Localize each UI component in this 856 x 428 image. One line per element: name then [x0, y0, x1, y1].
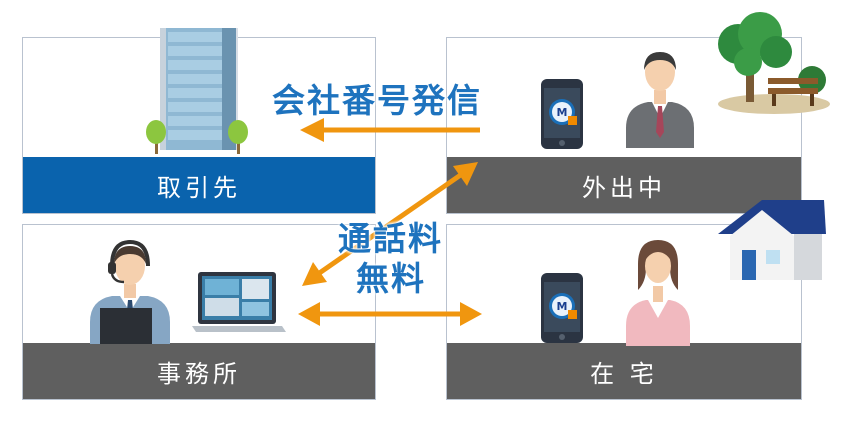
location-label-office: 事務所 — [23, 343, 375, 399]
arrowhead — [300, 118, 324, 142]
businessman-icon — [626, 52, 694, 148]
woman-icon — [626, 240, 690, 346]
office-building-icon — [160, 28, 238, 150]
svg-text:M: M — [557, 106, 568, 119]
arrowhead — [453, 162, 478, 186]
tree-icon — [146, 120, 166, 154]
house-icon — [718, 200, 826, 280]
free-call-label-line2: 無料 — [356, 259, 426, 298]
location-label-client: 取引先 — [23, 157, 375, 213]
operator-icon — [90, 239, 170, 344]
laptop-icon — [192, 272, 286, 332]
free-call-arrow-outside — [316, 171, 464, 277]
location-label-outside: 外出中 — [447, 157, 801, 213]
smartphone-app-icon: M — [541, 273, 583, 343]
svg-text:M: M — [557, 300, 568, 313]
free-call-label-line1: 通話料 — [338, 219, 443, 258]
park-icon — [718, 12, 830, 114]
company-number-call-label: 会社番号発信 — [272, 81, 482, 120]
arrowhead — [298, 302, 320, 326]
smartphone-app-icon: M — [541, 79, 583, 149]
arrowhead — [302, 262, 327, 286]
tree-icon — [228, 120, 248, 154]
location-label-home: 在 宅 — [447, 343, 801, 399]
arrowhead — [460, 302, 482, 326]
